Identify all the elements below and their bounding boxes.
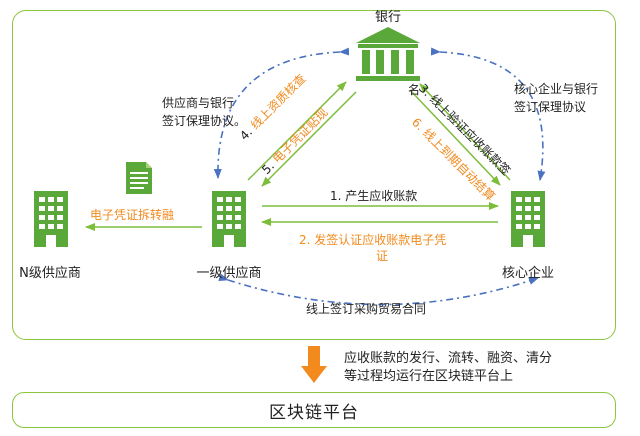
bank-icon bbox=[356, 27, 420, 81]
first-supplier-building-icon bbox=[212, 191, 246, 247]
n-supplier-label: N级供应商 bbox=[19, 266, 81, 281]
blockchain-note-line2: 等过程均运行在区块链平台上 bbox=[344, 369, 514, 384]
blockchain-note: 应收账款的发行、流转、融资、清分 等过程均运行在区块链平台上 bbox=[344, 350, 552, 386]
supplier-bank-line2: 签订保理协议。 bbox=[162, 114, 247, 128]
bank-label: 银行 bbox=[374, 10, 401, 25]
core-enterprise-building-icon bbox=[511, 191, 545, 247]
label-verify-sign-tail: 名 bbox=[408, 83, 421, 97]
supplier-bank-line1: 供应商与银行 bbox=[162, 96, 235, 110]
blockchain-platform: 区块链平台 bbox=[12, 392, 616, 428]
label-trade-contract: 线上签订采购贸易合同 bbox=[306, 302, 427, 316]
arc-supplier-bank-agreement bbox=[213, 47, 350, 179]
down-arrow-icon bbox=[301, 346, 327, 383]
label-split-financing: 电子凭证拆转融 bbox=[90, 208, 175, 222]
first-supplier-label: 一级供应商 bbox=[196, 266, 262, 281]
core-bank-line2: 签订保理协议 bbox=[514, 100, 587, 114]
label-core-bank-agreement: 核心企业与银行 签订保理协议 bbox=[514, 80, 598, 116]
label-issue-voucher-line1: 2. 发签认证应收账款电子凭 bbox=[299, 233, 447, 247]
label-issue-voucher-line2: 证 bbox=[376, 249, 389, 263]
blockchain-note-line1: 应收账款的发行、流转、融资、清分 bbox=[344, 351, 553, 366]
core-bank-line1: 核心企业与银行 bbox=[514, 82, 599, 96]
label-produce-receivable: 1. 产生应收账款 bbox=[330, 189, 418, 203]
blockchain-platform-label: 区块链平台 bbox=[269, 402, 359, 423]
core-enterprise-label: 核心企业 bbox=[501, 266, 554, 281]
arc-trade-contract bbox=[218, 273, 539, 306]
label-supplier-bank-agreement: 供应商与银行 签订保理协议。 bbox=[162, 94, 246, 130]
document-icon bbox=[126, 162, 152, 194]
diagram-panel bbox=[12, 10, 616, 340]
n-supplier-building-icon bbox=[34, 191, 68, 247]
